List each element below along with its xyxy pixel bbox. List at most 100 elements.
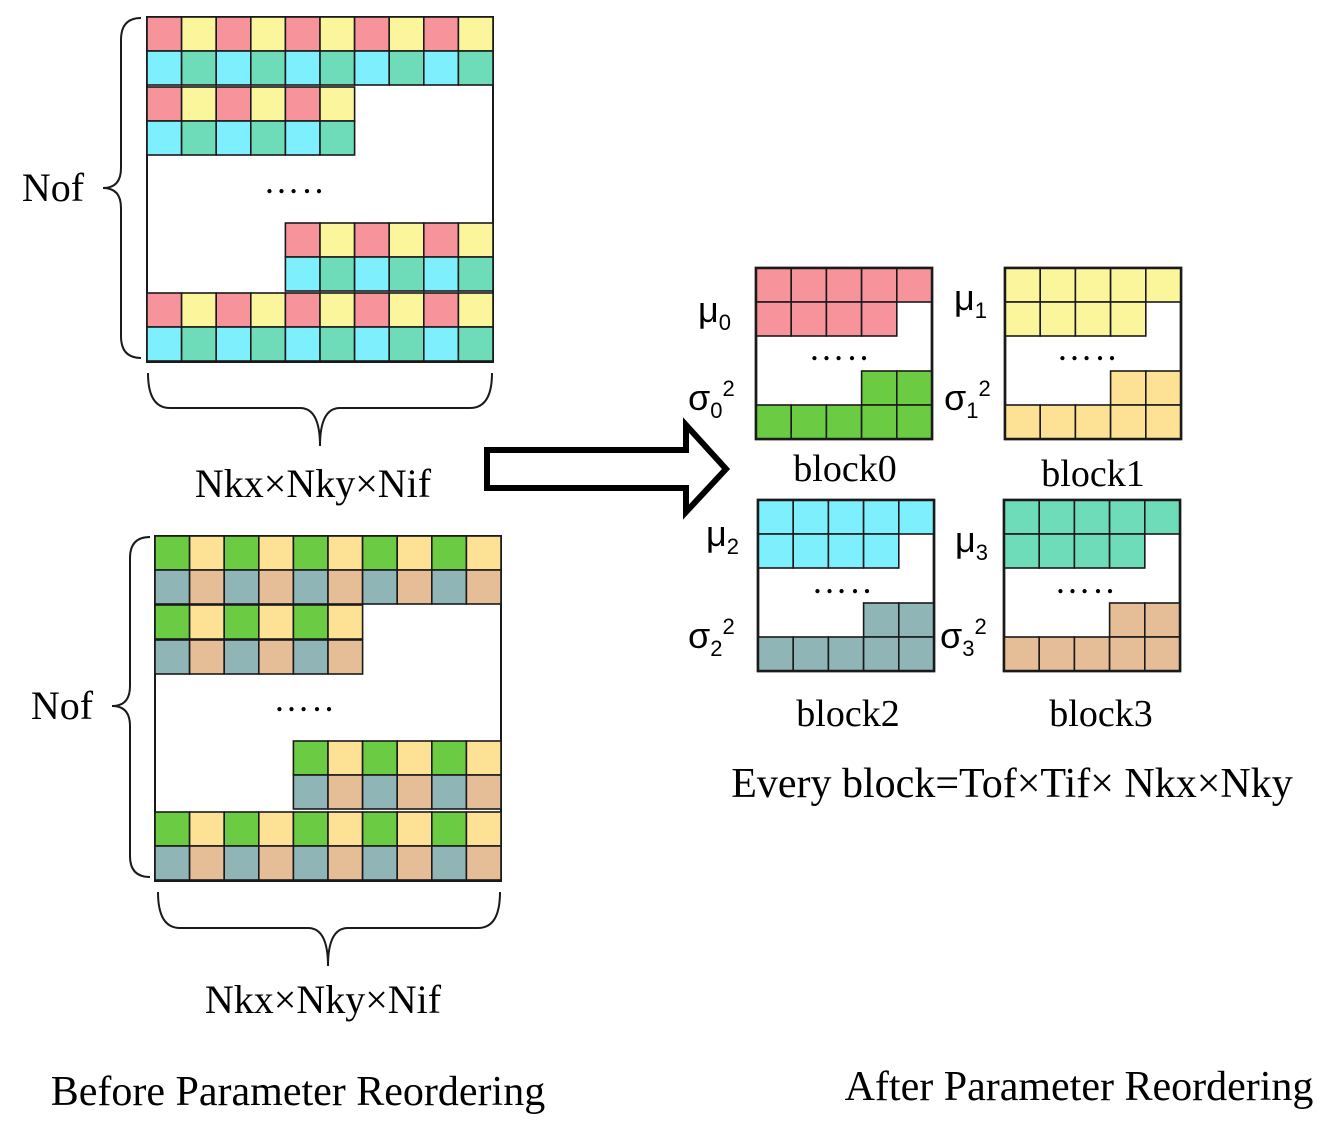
block1-labels: μ1 σ12 ….. block1 [944, 277, 1145, 495]
weight-cell [180, 50, 218, 86]
weight-cell [284, 256, 321, 292]
mean-cell [860, 301, 898, 337]
mean-cell [860, 267, 898, 303]
weight-cell [292, 740, 329, 776]
weight-cell [284, 16, 321, 52]
variance-cell [827, 636, 865, 672]
weight-cell [223, 639, 260, 675]
variance-cell [1039, 404, 1077, 440]
weight-cell [388, 50, 425, 86]
variance-cell [862, 636, 900, 672]
weight-cell [215, 120, 252, 156]
weight-cell [422, 16, 460, 52]
block1-grid [1003, 266, 1183, 441]
width-brace [157, 891, 501, 967]
weight-cell [250, 292, 287, 328]
block-ellipsis: ….. [812, 561, 875, 601]
before-caption: Before Parameter Reordering [51, 1069, 545, 1115]
mean-cell [1039, 301, 1077, 337]
mean-cell [1145, 267, 1182, 303]
weight-cell [327, 811, 364, 847]
weight-cell [292, 604, 329, 640]
variance-cell [1108, 636, 1146, 672]
weight-cell [292, 535, 329, 571]
variance-cell [757, 636, 795, 672]
variance-cell [1145, 404, 1182, 440]
weight-cell [284, 292, 321, 328]
weight-cell [154, 604, 191, 640]
weight-cell [388, 16, 425, 52]
weight-cell [215, 86, 252, 122]
mean-cell [862, 533, 900, 569]
variance-cell [792, 636, 830, 672]
weight-cell [180, 16, 218, 52]
weight-cell [465, 569, 502, 605]
mean-cell [1073, 499, 1111, 535]
weight-cell [319, 256, 356, 292]
mu-symbol: μ0 [698, 289, 731, 335]
weight-cell [327, 740, 364, 776]
weight-cell [154, 569, 191, 605]
block-name: block3 [1049, 693, 1152, 735]
weight-cell [215, 292, 252, 328]
weight-cell [361, 774, 399, 810]
variance-cell [1109, 404, 1147, 440]
variance-cell [1108, 602, 1146, 638]
variance-cell [1074, 404, 1112, 440]
weight-cell [465, 811, 502, 847]
mean-cell [895, 267, 933, 303]
weight-cell [292, 811, 329, 847]
weight-cell [146, 16, 183, 52]
mean-cell [1108, 533, 1146, 569]
variance-cell [1145, 370, 1182, 406]
mean-cell [897, 499, 935, 535]
variance-cell [825, 404, 863, 440]
weight-cell [319, 326, 356, 362]
weight-cell [430, 535, 468, 571]
weight-cell [154, 535, 191, 571]
weight-cell [353, 16, 391, 52]
weight-cell [422, 292, 460, 328]
weight-cell [396, 740, 433, 776]
weight-cell [188, 569, 226, 605]
block-formula: Every block=Tof×Tif× Nkx×Nky [731, 761, 1293, 807]
weight-cell [430, 774, 468, 810]
weight-cell [223, 811, 260, 847]
variance-cell [895, 370, 933, 406]
weight-cell [361, 811, 399, 847]
weight-cell [188, 535, 226, 571]
width-brace [147, 372, 493, 447]
mean-cell [1038, 499, 1076, 535]
weight-cell [223, 569, 260, 605]
weight-cell [361, 535, 399, 571]
weight-cell [146, 292, 183, 328]
weight-cell [292, 639, 329, 675]
block-outline [754, 266, 934, 441]
variance-cell [860, 370, 898, 406]
block-outline [1003, 266, 1183, 441]
weight-cell [353, 222, 391, 258]
weight-cell [319, 50, 356, 86]
block-ellipsis: ….. [1057, 328, 1120, 368]
weight-cell [180, 86, 218, 122]
mean-cell [1039, 267, 1077, 303]
weight-cell [257, 811, 295, 847]
width-label: Nkx×Nky×Nif [195, 461, 432, 506]
variance-cell [1144, 636, 1181, 672]
weight-cell [257, 569, 295, 605]
weight-cell [388, 256, 425, 292]
weight-cell [327, 535, 364, 571]
mean-cell [1038, 533, 1076, 569]
weight-cell [361, 845, 399, 881]
mean-cell [757, 533, 795, 569]
weight-cell [215, 50, 252, 86]
weight-cell [154, 845, 191, 881]
after-caption: After Parameter Reordering [845, 1064, 1314, 1110]
weight-cell [457, 50, 494, 86]
variance-cell [860, 404, 898, 440]
block2-labels: μ2 σ22 ….. block2 [688, 513, 900, 735]
weight-cell [319, 16, 356, 52]
mean-cell [1109, 301, 1147, 337]
weight-cell [284, 50, 321, 86]
weight-cell [353, 292, 391, 328]
